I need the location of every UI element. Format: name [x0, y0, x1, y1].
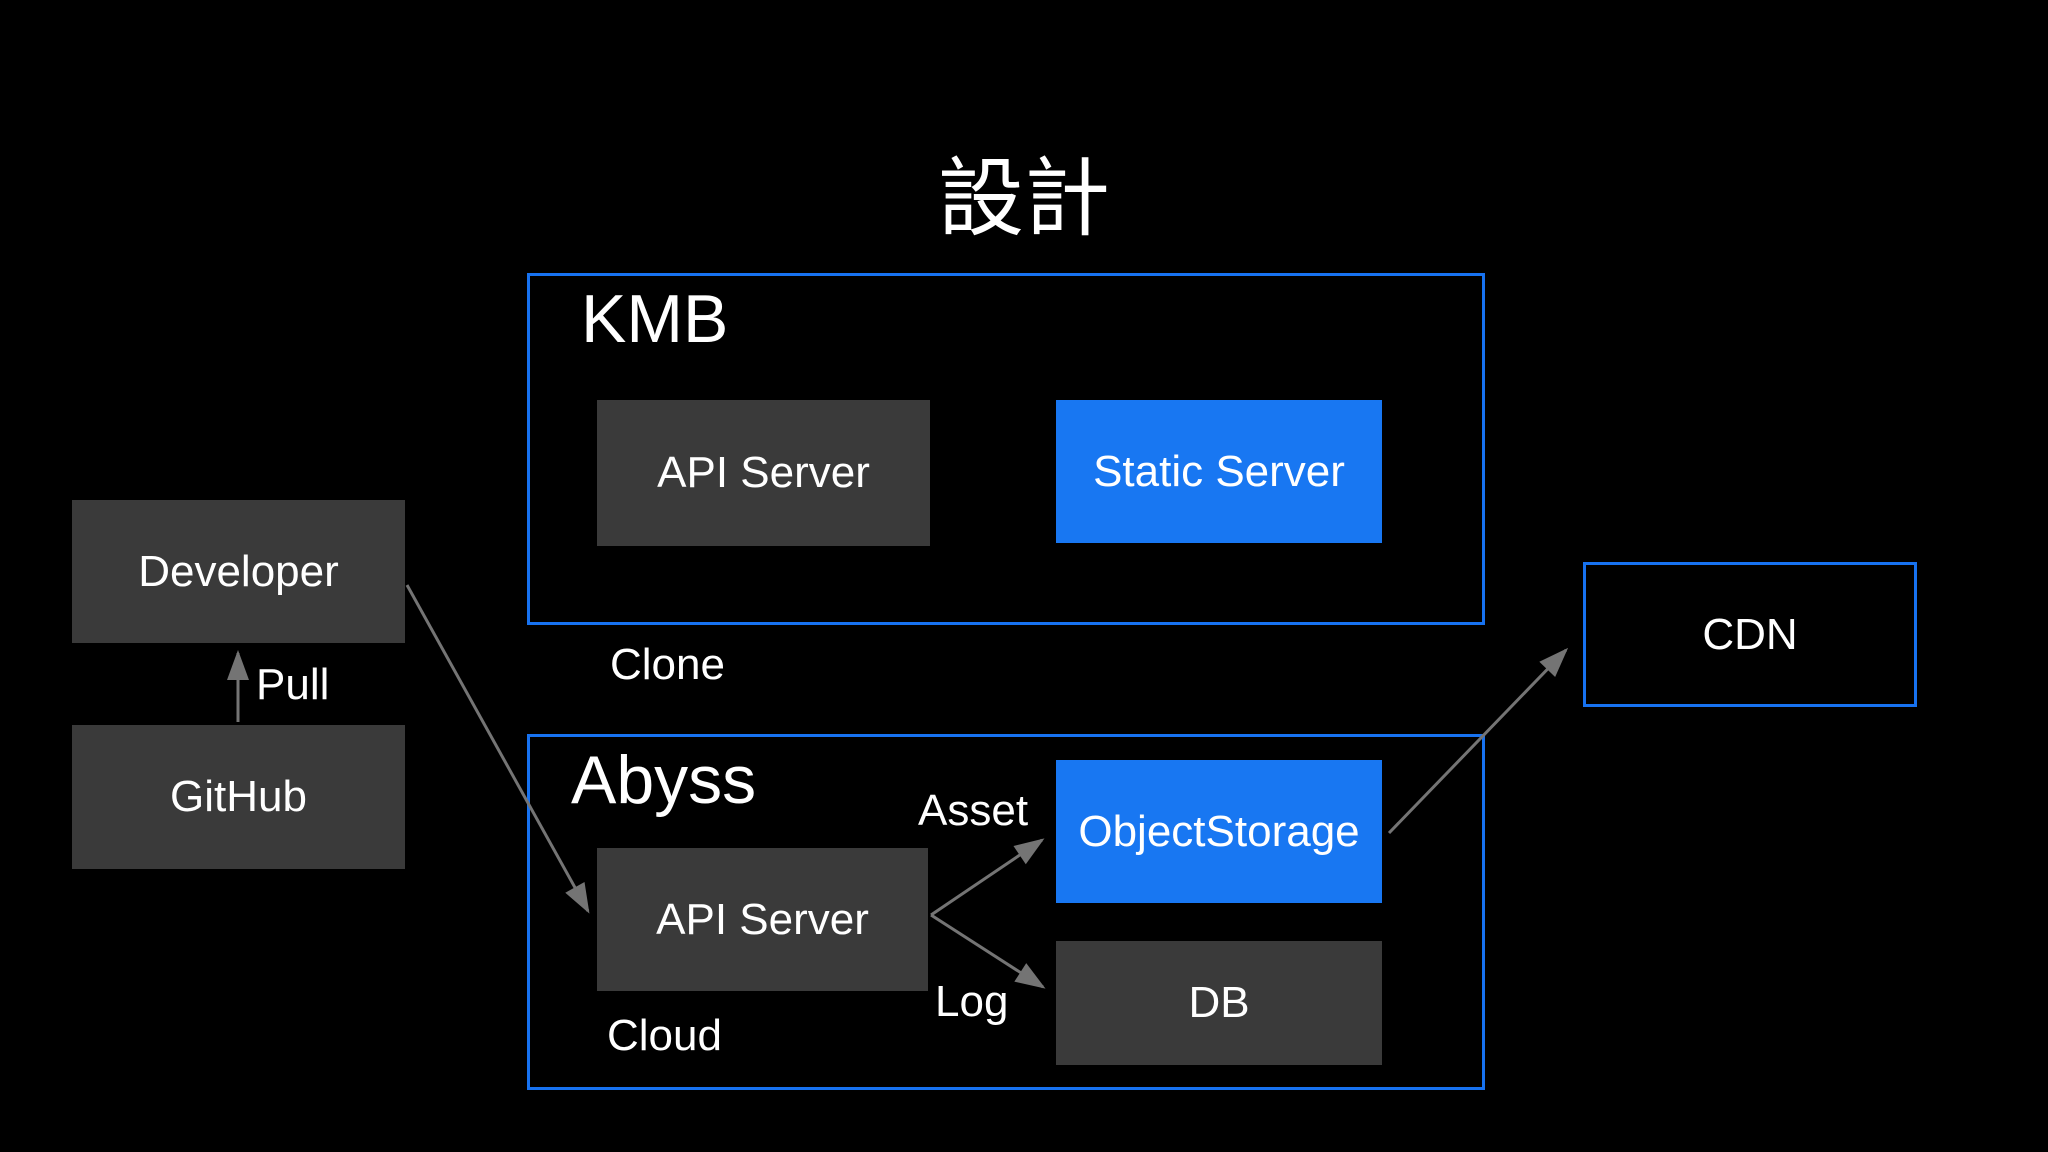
node-github-label: GitHub — [170, 772, 307, 821]
node-static-server: Static Server — [1056, 400, 1382, 543]
group-kmb: KMB API Server Static Server — [527, 273, 1485, 625]
edge-label-clone: Clone — [610, 640, 725, 689]
edge-label-pull: Pull — [256, 660, 330, 709]
node-developer: Developer — [72, 500, 405, 643]
node-kmb-api-server-label: API Server — [657, 448, 870, 497]
node-object-storage: ObjectStorage — [1056, 760, 1382, 903]
node-cdn-label: CDN — [1702, 609, 1798, 659]
group-abyss-footer-label: Cloud — [607, 1011, 722, 1060]
node-db-label: DB — [1188, 978, 1250, 1027]
group-abyss-label: Abyss — [571, 742, 757, 818]
node-kmb-api-server: API Server — [597, 400, 930, 546]
node-object-storage-label: ObjectStorage — [1078, 806, 1360, 856]
node-developer-label: Developer — [138, 546, 339, 596]
node-abyss-api-server: API Server — [597, 848, 928, 991]
node-static-server-label: Static Server — [1093, 446, 1345, 496]
edge-label-asset: Asset — [918, 786, 1029, 835]
group-abyss: Abyss API Server ObjectStorage DB Cloud — [527, 734, 1485, 1090]
node-abyss-api-server-label: API Server — [656, 894, 869, 944]
node-github: GitHub — [72, 725, 405, 869]
slide-title: 設計 — [938, 151, 1110, 247]
node-db: DB — [1056, 941, 1382, 1065]
edge-label-log: Log — [935, 977, 1009, 1026]
node-cdn: CDN — [1583, 562, 1917, 707]
group-kmb-label: KMB — [581, 281, 729, 357]
